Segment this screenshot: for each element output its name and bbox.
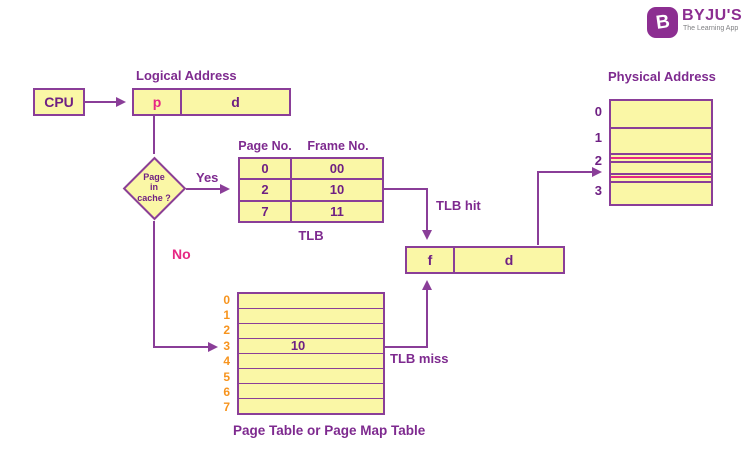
logical-address-box: p d [132, 88, 291, 116]
page-table-row [239, 308, 383, 323]
page-table-row [239, 323, 383, 338]
tlb-row: 2 10 [240, 178, 382, 200]
brand-name: BYJU'S [682, 7, 743, 24]
tlb-frame-no-header: Frame No. [307, 139, 369, 153]
yes-label: Yes [196, 170, 219, 185]
tlb-page-cell: 7 [240, 201, 292, 221]
byjus-logo-letter: B [654, 11, 671, 34]
physical-address-title: Physical Address [608, 69, 716, 84]
tlb-page-cell: 0 [240, 159, 292, 179]
logical-offset-cell: d [180, 90, 289, 114]
physical-memory-index: 1 [594, 130, 602, 145]
cpu-box: CPU [33, 88, 85, 116]
physical-memory [609, 99, 713, 206]
logical-address-title: Logical Address [136, 68, 237, 83]
logical-page-cell: p [152, 94, 162, 110]
tlb-page-cell: 2 [240, 180, 292, 200]
physical-memory-row [611, 181, 711, 204]
brand-tagline: The Learning App [683, 25, 739, 32]
page-table-row [239, 368, 383, 383]
page-table-index: 3 [223, 338, 230, 353]
page-table-index-labels: 0 1 2 3 4 5 6 7 [206, 292, 230, 415]
decision-line-3: cache ? [137, 192, 171, 203]
connector-tlb-to-frame [384, 188, 432, 240]
page-table-value: 10 [290, 338, 306, 354]
page-table-row-highlighted: 10 [239, 338, 383, 353]
page-table-index: 5 [223, 369, 230, 384]
byjus-logo-icon: B [647, 7, 678, 38]
physical-memory-row-highlighted [611, 153, 711, 181]
decision-diamond-text: Page in cache ? [119, 172, 189, 203]
frame-offset-cell: d [453, 248, 563, 272]
physical-frame-box: f d [405, 246, 565, 274]
page-table-row [239, 383, 383, 398]
page-table-row [239, 398, 383, 413]
physical-memory-index: 2 [594, 153, 602, 168]
decision-line-2: in [150, 182, 158, 193]
tlb-table: 0 00 2 10 7 11 [238, 157, 384, 223]
page-table-row [239, 353, 383, 368]
no-label: No [172, 246, 191, 262]
tlb-frame-cell: 10 [329, 182, 345, 198]
tlb-page-no-header: Page No. [238, 139, 292, 153]
frame-data-stripes [611, 155, 711, 181]
page-table-index: 2 [223, 323, 230, 338]
tlb-hit-label: TLB hit [436, 198, 481, 213]
tlb-frame-cell: 00 [329, 161, 345, 177]
decision-line-1: Page [143, 172, 165, 182]
tlb-frame-cell: 11 [330, 203, 344, 219]
page-table-index: 4 [223, 354, 230, 369]
page-table: 10 [237, 292, 385, 415]
physical-memory-row [611, 127, 711, 153]
tlb-caption: TLB [298, 228, 324, 243]
page-table-index: 6 [223, 384, 230, 399]
tlb-row: 7 11 [240, 199, 382, 221]
physical-memory-index: 0 [594, 104, 602, 119]
frame-cell: f [427, 252, 433, 268]
page-table-index: 0 [223, 292, 230, 307]
connector-pagetable-to-frame [385, 280, 432, 348]
page-table-index: 7 [223, 400, 230, 415]
physical-memory-index: 3 [594, 183, 602, 198]
physical-memory-row [611, 101, 711, 127]
page-table-index: 1 [223, 308, 230, 323]
tlb-miss-label: TLB miss [390, 351, 449, 366]
tlb-row: 0 00 [240, 159, 382, 179]
page-table-row [239, 294, 383, 308]
page-table-caption: Page Table or Page Map Table [233, 423, 426, 438]
